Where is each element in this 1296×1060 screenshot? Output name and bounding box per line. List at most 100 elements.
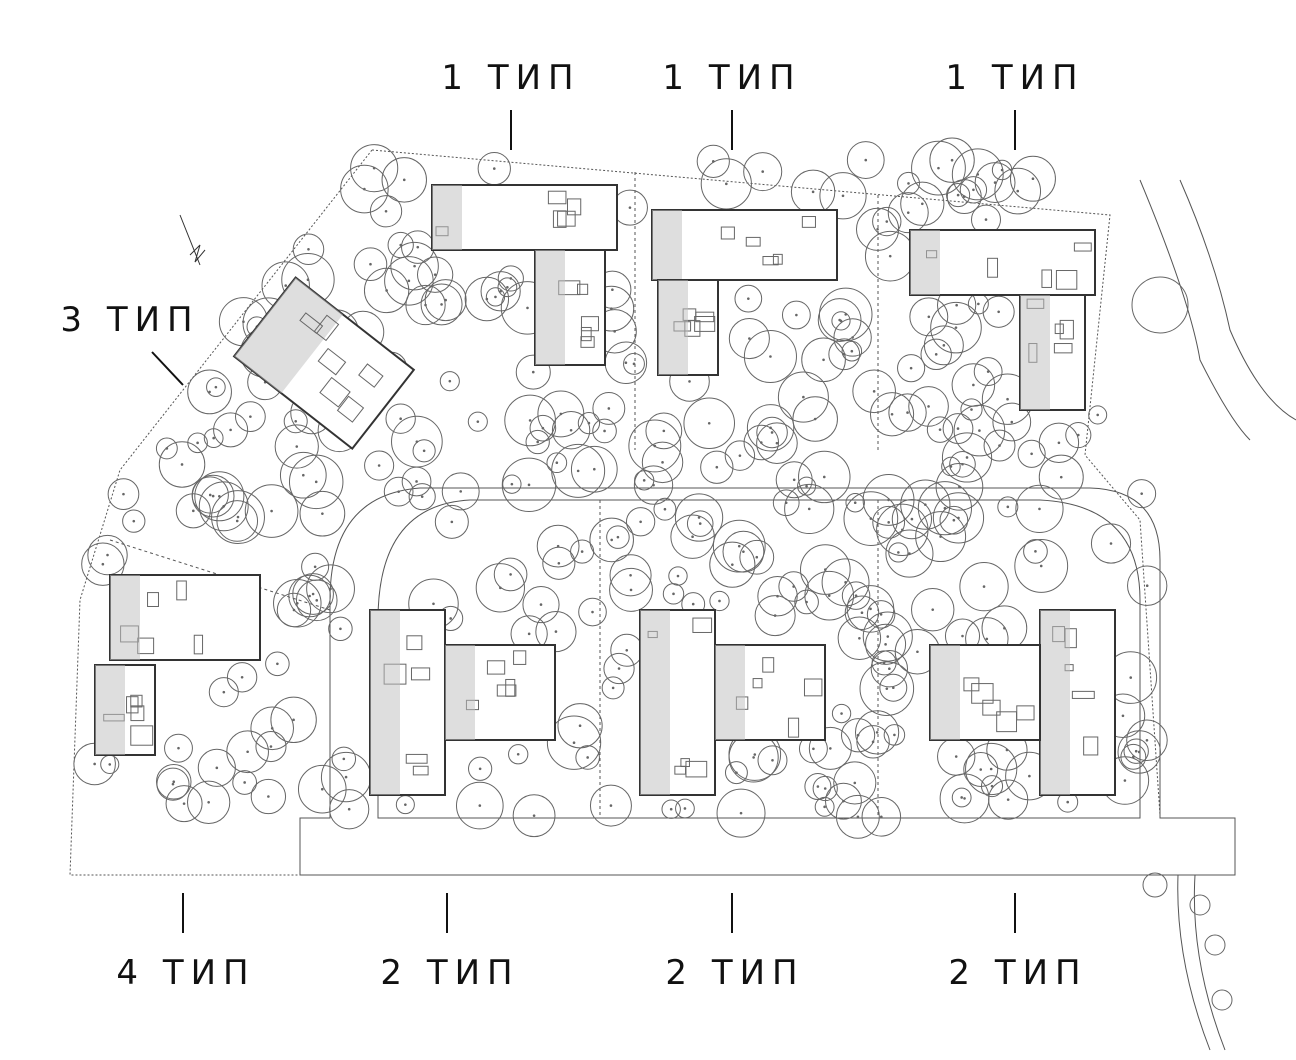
tree-icon bbox=[994, 167, 1042, 215]
tree-icon bbox=[475, 563, 525, 613]
tree-icon bbox=[833, 318, 872, 357]
tree-icon bbox=[932, 492, 985, 544]
tree-icon bbox=[825, 782, 862, 820]
tree-icon bbox=[724, 440, 756, 471]
tree-icon bbox=[577, 411, 601, 435]
tree-icon bbox=[244, 484, 299, 538]
tree-icon bbox=[208, 677, 239, 708]
tree-icon bbox=[814, 796, 835, 817]
tree-icon bbox=[546, 715, 602, 770]
tree-icon bbox=[288, 574, 331, 618]
tree-icon bbox=[1015, 484, 1064, 533]
label-type-4: 4 ТИП bbox=[116, 953, 256, 993]
tree-icon bbox=[467, 411, 488, 432]
tree-icon bbox=[187, 780, 231, 824]
tree-icon bbox=[175, 493, 211, 529]
house-type-2-b bbox=[639, 609, 826, 796]
label-type-2-b: 2 ТИП bbox=[665, 953, 805, 993]
tree-icon bbox=[306, 564, 355, 614]
tree-icon bbox=[778, 571, 809, 602]
tree-icon bbox=[939, 505, 969, 535]
tree-icon bbox=[709, 590, 730, 612]
tree-icon bbox=[536, 524, 580, 568]
tree-icon bbox=[696, 144, 730, 178]
tree-icon bbox=[668, 566, 688, 586]
tree-icon bbox=[661, 799, 681, 819]
tree-icon bbox=[265, 651, 290, 677]
house-type-2-a bbox=[369, 609, 556, 796]
tree-icon bbox=[522, 586, 560, 624]
tree-icon bbox=[792, 396, 838, 442]
tree-icon bbox=[589, 517, 634, 563]
tree-icon bbox=[869, 392, 915, 437]
tree-icon bbox=[87, 534, 128, 576]
tree-icon bbox=[879, 673, 908, 702]
tree-icon bbox=[941, 456, 961, 477]
tree-icon bbox=[743, 152, 783, 192]
tree-icon bbox=[412, 439, 436, 463]
tree-icon bbox=[865, 623, 907, 665]
tree-icon bbox=[854, 710, 900, 755]
tree-icon bbox=[781, 300, 811, 330]
tree-icon bbox=[283, 409, 308, 434]
house-type-4 bbox=[94, 574, 261, 756]
tree-icon bbox=[911, 140, 966, 196]
tree-icon bbox=[633, 465, 674, 505]
tree-icon bbox=[165, 785, 203, 823]
tree-icon bbox=[206, 377, 226, 397]
tree-icon bbox=[606, 525, 630, 549]
tree-icon bbox=[497, 265, 524, 292]
tree-icon bbox=[250, 778, 287, 815]
tree-icon bbox=[835, 794, 880, 839]
tree-icon bbox=[841, 340, 863, 362]
tree-icon bbox=[641, 441, 684, 484]
tree-icon bbox=[856, 725, 890, 759]
tree-icon bbox=[455, 781, 504, 830]
tree-icon bbox=[628, 419, 682, 473]
tree-icon bbox=[930, 301, 982, 354]
tree-icon bbox=[963, 752, 999, 787]
tree-icon bbox=[1142, 872, 1168, 898]
tree-icon bbox=[1014, 539, 1069, 593]
tree-icon bbox=[279, 451, 327, 499]
tree-icon bbox=[416, 256, 454, 293]
tree-icon bbox=[273, 579, 322, 628]
tree-icon bbox=[297, 764, 347, 814]
tree-icon bbox=[81, 542, 125, 586]
tree-icon bbox=[512, 794, 556, 838]
tree-icon bbox=[1131, 276, 1189, 334]
tree-icon bbox=[1127, 565, 1168, 606]
tree-icon bbox=[441, 472, 480, 511]
tree-icon bbox=[1023, 538, 1048, 564]
tree-icon bbox=[700, 450, 734, 484]
tree-icon bbox=[885, 529, 934, 578]
house-type-1-c bbox=[909, 229, 1096, 411]
tree-icon bbox=[777, 371, 829, 423]
tree-icon bbox=[800, 544, 851, 595]
tree-icon bbox=[819, 172, 867, 220]
tree-icon bbox=[887, 192, 929, 234]
tree-icon bbox=[841, 581, 871, 610]
tree-icon bbox=[546, 452, 568, 474]
tree-icon bbox=[756, 416, 788, 449]
tree-icon bbox=[529, 414, 557, 442]
tree-icon bbox=[1088, 405, 1108, 425]
tree-icon bbox=[592, 392, 626, 425]
tree-icon bbox=[525, 429, 550, 455]
tree-icon bbox=[804, 570, 855, 621]
tree-icon bbox=[859, 661, 915, 716]
tree-icon bbox=[390, 241, 439, 291]
access-road bbox=[299, 487, 1236, 876]
tree-icon bbox=[107, 478, 140, 510]
tree-icon bbox=[897, 171, 920, 195]
tree-icon bbox=[401, 466, 432, 497]
tree-icon bbox=[1120, 743, 1147, 770]
tree-icon bbox=[908, 386, 949, 427]
tree-icon bbox=[959, 176, 988, 204]
tree-icon bbox=[683, 397, 736, 450]
tree-icon bbox=[983, 429, 1016, 462]
tree-icon bbox=[1017, 439, 1046, 468]
tree-icon bbox=[292, 573, 334, 615]
tree-icon bbox=[609, 567, 653, 612]
tree-icon bbox=[686, 510, 714, 537]
